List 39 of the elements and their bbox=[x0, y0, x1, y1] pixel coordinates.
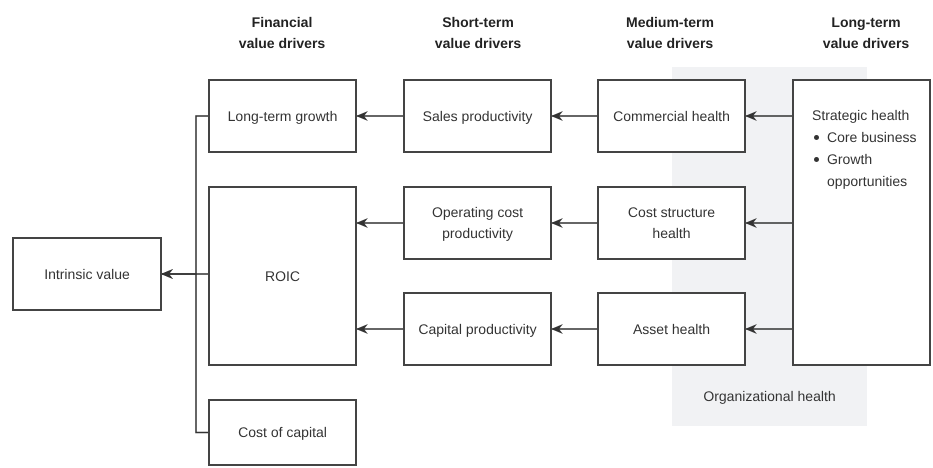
box-label: Sales productivity bbox=[422, 106, 532, 126]
box-heading: Strategic health bbox=[812, 106, 910, 125]
box-label: Capital productivity bbox=[418, 320, 537, 339]
driver-box bbox=[12, 237, 162, 311]
column-heading: Short-term value drivers bbox=[434, 13, 522, 53]
driver-box bbox=[792, 79, 931, 366]
column-heading: Medium-term value drivers bbox=[625, 13, 715, 53]
driver-box bbox=[597, 186, 746, 260]
driver-box bbox=[208, 399, 357, 466]
arrow bbox=[745, 111, 792, 121]
arrow bbox=[551, 324, 597, 334]
arrow bbox=[161, 269, 208, 434]
band-label: Organizational health bbox=[702, 387, 837, 406]
box-label: Long-term growth bbox=[228, 106, 338, 126]
driver-box bbox=[403, 186, 552, 260]
arrow bbox=[356, 111, 403, 121]
bullet-text: Growth opportunities bbox=[827, 150, 908, 191]
arrow bbox=[745, 324, 792, 334]
driver-box bbox=[403, 292, 552, 366]
box-label: Operating cost productivity bbox=[430, 203, 524, 243]
box-label: Commercial health bbox=[613, 106, 730, 126]
driver-box bbox=[208, 79, 357, 153]
arrow bbox=[551, 218, 597, 228]
arrow bbox=[356, 324, 403, 334]
box-label: Cost structure health bbox=[626, 203, 716, 243]
driver-box bbox=[597, 292, 746, 366]
driver-box bbox=[208, 186, 357, 366]
arrow bbox=[745, 218, 792, 228]
column-heading: Financial value drivers bbox=[238, 13, 326, 53]
column-heading: Long-term value drivers bbox=[822, 13, 910, 53]
bullet-text: Core business bbox=[827, 128, 916, 147]
driver-box bbox=[597, 79, 746, 153]
box-label: ROIC bbox=[265, 266, 300, 286]
driver-box bbox=[403, 79, 552, 153]
arrow bbox=[356, 218, 403, 228]
box-label: Cost of capital bbox=[238, 423, 327, 442]
arrow bbox=[551, 111, 597, 121]
box-label: Asset health bbox=[632, 320, 710, 338]
box-label: Intrinsic value bbox=[44, 264, 130, 284]
